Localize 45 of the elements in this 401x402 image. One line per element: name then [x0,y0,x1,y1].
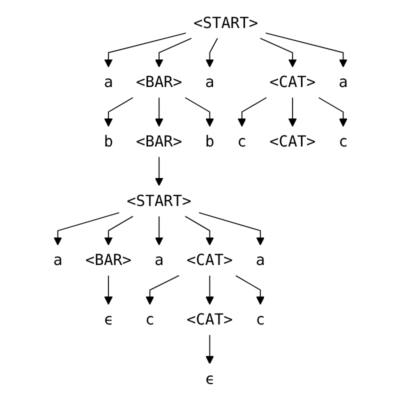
node-text: c [145,310,154,328]
node-text: c [256,310,265,328]
arrow [184,97,214,127]
node-text: <CAT> [186,310,233,328]
node-text: <CAT> [270,72,316,91]
node-text: a [256,250,265,269]
arrow [146,275,180,305]
arrow [154,156,164,186]
arrow [104,97,134,127]
arrow [104,32,186,68]
arrow [104,216,134,246]
node-text: a [104,72,114,91]
arrow [54,212,120,246]
arrow [198,212,265,246]
node-text: <START> [126,191,192,210]
arrow [206,334,214,364]
node-text: <CAT> [186,250,233,269]
node-text: a [205,72,214,91]
arrow [154,97,164,127]
node-text: a [154,250,164,269]
node-text: a [338,72,348,91]
node-text: <BAR> [136,132,182,150]
node-text: <BAR> [85,250,132,269]
node-text: c [338,132,348,150]
arrow [206,38,218,68]
node-text: b [205,132,214,150]
node-text: <CAT> [270,132,316,150]
node-text: b [104,132,114,150]
node-text: <BAR> [136,72,182,91]
arrow [235,275,265,305]
arrow [206,275,214,305]
node-text: <START> [194,13,258,32]
arrow [154,38,192,68]
node-text: ϵ [104,310,114,328]
arrow [154,216,164,246]
arrow [184,216,214,246]
arrow [260,38,297,68]
arrow [265,32,348,68]
node-text: a [53,250,62,269]
arrow [104,275,113,305]
node-text: c [237,132,247,150]
arrow [318,97,348,127]
arrow [288,97,297,127]
arrow [238,97,267,127]
node-text: ϵ [205,369,214,388]
